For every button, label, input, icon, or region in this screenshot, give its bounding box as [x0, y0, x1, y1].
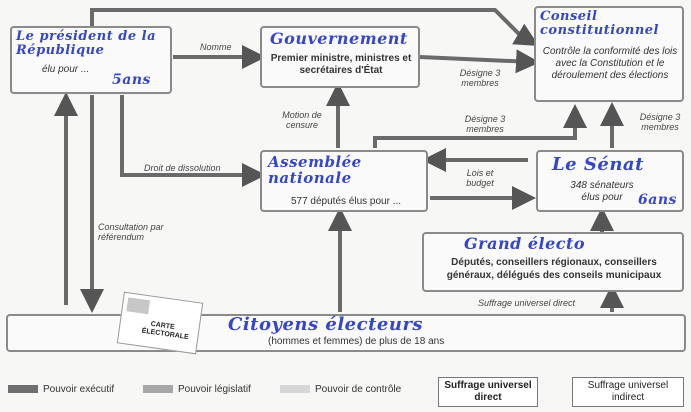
grands-electeurs-handwritten: Grand électo: [464, 234, 586, 253]
conseil-caption: Contrôle la conformité des lois avec la …: [542, 46, 678, 81]
legend-controle-swatch: [280, 385, 310, 394]
legend-legislatif-label: Pouvoir législatif: [178, 384, 251, 395]
label-designe-right: Désigne 3 membres: [639, 112, 681, 132]
label-designe-top: Désigne 3 membres: [459, 68, 501, 88]
label-designe-mid: Désigne 3 membres: [464, 114, 506, 134]
senat-term: 6ans: [638, 192, 677, 208]
citoyens-handwritten: Citoyens électeurs: [228, 314, 424, 335]
grands-electeurs-box: Grand électo Députés, conseillers région…: [422, 232, 684, 292]
gouvernement-handwritten: Gouvernement: [270, 29, 408, 48]
legend-controle: Pouvoir de contrôle: [280, 384, 401, 395]
legend-direct: Suffrage universel direct: [438, 377, 538, 407]
legend-legislatif-swatch: [143, 385, 173, 394]
legend-executif: Pouvoir exécutif: [8, 384, 114, 395]
card-stripe: [126, 297, 151, 315]
senat-handwritten: Le Sénat: [552, 154, 644, 175]
conseil-box: Conseil constitutionnel Contrôle la conf…: [534, 6, 684, 102]
label-lois: Lois et budget: [466, 168, 494, 188]
label-nomme: Nomme: [200, 42, 232, 52]
president-handwritten: Le président de la République: [16, 29, 156, 58]
legend-legislatif: Pouvoir législatif: [143, 384, 251, 395]
conseil-handwritten: Conseil constitutionnel: [540, 9, 659, 38]
citoyens-caption: (hommes et femmes) de plus de 18 ans: [268, 336, 445, 347]
president-term: 5ans: [112, 72, 151, 88]
legend-controle-label: Pouvoir de contrôle: [315, 384, 402, 395]
label-suffrage-direct: Suffrage universel direct: [478, 298, 576, 308]
assemblee-handwritten: Assemblée nationale: [268, 153, 362, 187]
label-dissolution: Droit de dissolution: [144, 163, 221, 173]
label-consultation: Consultation par référendum: [98, 222, 164, 242]
citoyens-box: Citoyens électeurs (hommes et femmes) de…: [6, 314, 686, 352]
president-box: Le président de la République élu pour .…: [10, 26, 172, 94]
legend-indirect: Suffrage universel indirect: [572, 377, 684, 407]
gouvernement-box: Gouvernement Premier ministre, ministres…: [260, 26, 420, 88]
gouvernement-caption: Premier ministre, ministres et secrétair…: [270, 53, 412, 76]
senat-box: Le Sénat 348 sénateurs élus pour 6ans: [536, 150, 684, 212]
grands-electeurs-caption: Députés, conseillers régionaux, conseill…: [446, 257, 662, 281]
assemblee-box: Assemblée nationale 577 députés élus pou…: [260, 150, 428, 212]
legend-executif-label: Pouvoir exécutif: [43, 384, 115, 395]
assemblee-caption: 577 députés élus pour ...: [290, 196, 402, 207]
president-caption: élu pour ...: [42, 64, 90, 75]
electoral-card: CARTE ÉLECTORALE: [116, 291, 204, 355]
senat-caption: 348 sénateurs élus pour: [570, 180, 634, 203]
label-motion: Motion de censure: [282, 110, 322, 130]
legend-executif-swatch: [8, 385, 38, 394]
